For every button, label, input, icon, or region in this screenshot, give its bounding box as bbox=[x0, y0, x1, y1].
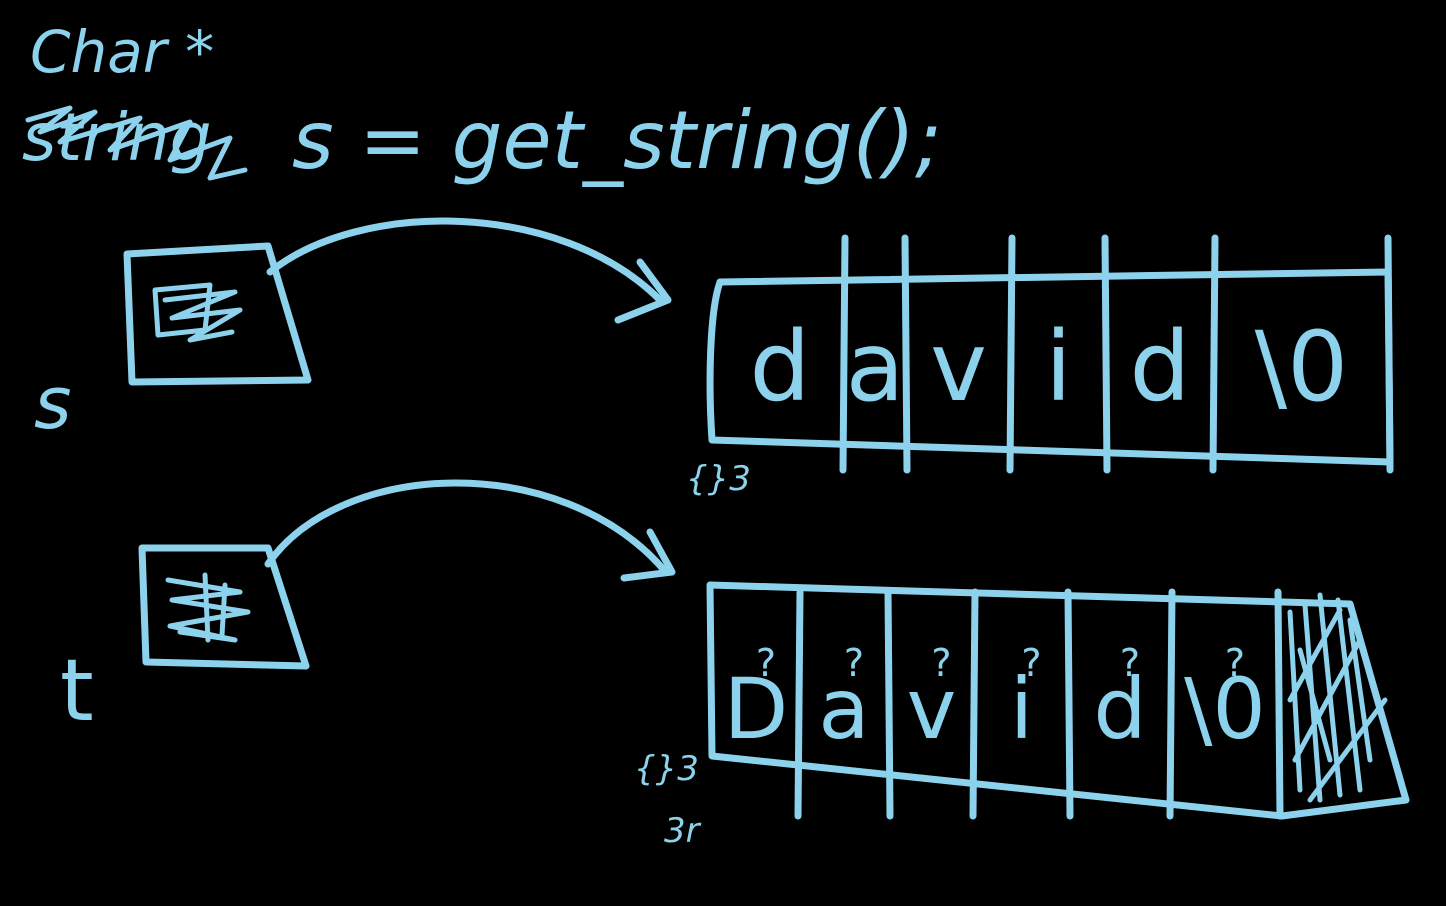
array-t-brace-note-2: 3r bbox=[664, 811, 702, 851]
arrow-curve bbox=[264, 479, 668, 574]
array-t-cell-unknown-mark: ? bbox=[1021, 641, 1041, 685]
assignment-expression: s = get_string(); bbox=[292, 94, 942, 187]
array-t-cell-char: i bbox=[1010, 660, 1033, 758]
pointer-box-outline bbox=[138, 544, 310, 670]
array-s-cell-divider bbox=[839, 234, 849, 474]
address-scribble bbox=[152, 282, 213, 338]
array-t-outline bbox=[706, 581, 1410, 820]
variable-label-t: t bbox=[60, 641, 94, 741]
array-t-cell-unknown-mark: ? bbox=[844, 641, 864, 685]
unallocated-memory-scribble bbox=[1287, 592, 1388, 803]
array-s-cell-divider bbox=[1384, 234, 1394, 474]
pointer-box-s bbox=[123, 242, 312, 386]
array-t-brace-note: {}3 bbox=[634, 749, 699, 789]
array-t-cell-char: a bbox=[818, 660, 869, 758]
array-s-cell-char: i bbox=[1045, 311, 1072, 423]
code-line-string-declaration: string s = get_string(); bbox=[22, 94, 942, 187]
array-s-cell-divider bbox=[901, 234, 911, 474]
array-s-brace-note: {}3 bbox=[686, 459, 751, 499]
array-t-cell-unknown-mark: ? bbox=[1225, 641, 1245, 685]
array-t-cell-char: v bbox=[907, 660, 957, 758]
pointer-arrow-s bbox=[266, 217, 672, 324]
address-scribble-marks bbox=[165, 577, 251, 643]
pointer-box-outline bbox=[123, 242, 312, 386]
array-t-cell-divider bbox=[884, 588, 894, 820]
array-s-cell-char: d bbox=[1130, 311, 1191, 423]
pointer-box-t bbox=[138, 544, 310, 670]
array-t-cell-char: D bbox=[724, 660, 789, 758]
arrow-curve bbox=[266, 217, 664, 304]
pointer-arrow-t bbox=[264, 479, 676, 582]
array-s-cell-char: \0 bbox=[1255, 311, 1348, 423]
address-scribble-marks bbox=[162, 289, 243, 343]
array-t-cell-unknown-mark: ? bbox=[756, 641, 776, 685]
array-s-cell-char: d bbox=[750, 311, 811, 423]
arrow-head bbox=[620, 528, 676, 582]
array-t-cell-unknown-mark: ? bbox=[931, 641, 951, 685]
array-s-outline bbox=[706, 268, 1394, 466]
code-line-char-star: Char * bbox=[30, 18, 214, 86]
array-s-cell-divider bbox=[1101, 234, 1111, 474]
strikethrough-scribble bbox=[25, 105, 248, 181]
arrow-head bbox=[614, 258, 672, 324]
array-t-cell-divider bbox=[794, 588, 804, 820]
array-t: ?D?a?v?i?d?\0 bbox=[706, 581, 1410, 820]
array-s-cell-divider bbox=[1209, 234, 1219, 474]
variable-label-s: s bbox=[34, 361, 72, 445]
array-t-cell-divider bbox=[1274, 588, 1284, 820]
array-t-cell-divider bbox=[1064, 588, 1074, 820]
array-t-cell-char: \0 bbox=[1184, 660, 1266, 758]
array-s-cell-char: v bbox=[930, 311, 987, 423]
array-t-cell-divider bbox=[1166, 588, 1176, 820]
array-s-cell-divider bbox=[1006, 234, 1016, 474]
array-t-cell-divider bbox=[969, 588, 979, 820]
array-t-cell-unknown-mark: ? bbox=[1120, 641, 1140, 685]
array-t-cell-char: d bbox=[1093, 660, 1146, 758]
address-scribble bbox=[202, 572, 228, 643]
array-s-cell-char: a bbox=[846, 311, 905, 423]
